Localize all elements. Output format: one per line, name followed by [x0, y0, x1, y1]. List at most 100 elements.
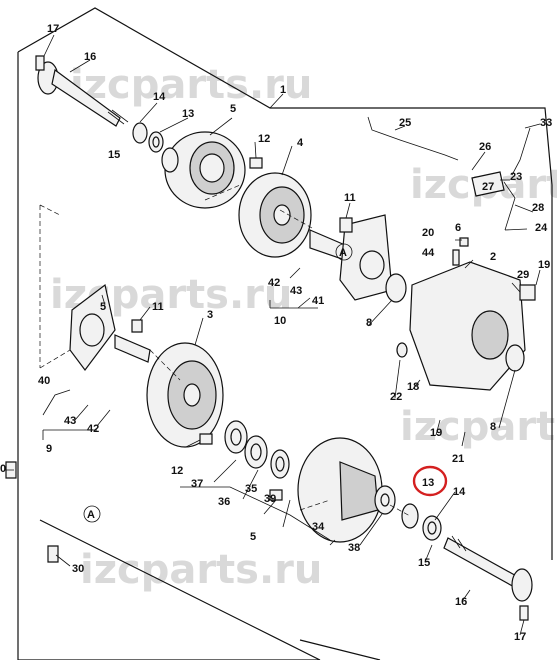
o-ring-8-right	[505, 344, 525, 372]
brake-disc-upper-group	[238, 157, 312, 258]
brake-plate-group	[146, 342, 224, 448]
o-ring-8-upper	[385, 273, 407, 303]
bolt-11-left	[131, 319, 143, 333]
callout-42-left[interactable]: 42	[87, 423, 99, 435]
callout-43-upper[interactable]: 43	[290, 285, 302, 297]
knuckle-left-group	[69, 283, 151, 371]
lower-axle-shaft-group	[401, 503, 533, 621]
callout-39[interactable]: 39	[264, 493, 276, 505]
bolt-12-upper	[249, 157, 263, 169]
callout-37[interactable]: 37	[191, 478, 203, 490]
callout-26[interactable]: 26	[479, 141, 491, 153]
callout-2[interactable]: 2	[490, 251, 496, 263]
housing-group	[396, 237, 536, 391]
bolt-upper	[35, 55, 45, 71]
callout-10[interactable]: 10	[274, 315, 286, 327]
callout-12-lower[interactable]: 12	[171, 465, 183, 477]
ring-upper-inner	[152, 136, 160, 148]
callout-27[interactable]: 27	[482, 181, 494, 193]
ring-14-lower-inner	[427, 521, 437, 535]
knuckle-upper-group	[309, 214, 407, 303]
callout-38[interactable]: 38	[348, 542, 360, 554]
callout-16-lower[interactable]: 16	[455, 596, 467, 608]
callout-11-left[interactable]: 11	[152, 301, 164, 313]
brake-line-25	[367, 116, 459, 161]
callout-30[interactable]: 30	[72, 563, 84, 575]
axle-spline-upper	[107, 109, 129, 125]
callout-22[interactable]: 22	[390, 391, 402, 403]
axle-spline-lower	[451, 535, 467, 552]
callout-34[interactable]: 34	[312, 521, 325, 533]
callout-15-upper[interactable]: 15	[108, 149, 120, 161]
callout-11-upper[interactable]: 11	[344, 192, 356, 204]
callout-3[interactable]: 3	[207, 309, 213, 321]
callout-13-highlighted[interactable]: 13	[422, 477, 434, 489]
drum-upper-hub	[199, 153, 225, 183]
callout-18[interactable]: 18	[407, 381, 419, 393]
ref-circle-a-lower	[83, 505, 101, 523]
callout-20[interactable]: 20	[422, 227, 434, 239]
callout-19-upper[interactable]: 19	[538, 259, 550, 271]
callout-42-upper[interactable]: 42	[268, 277, 280, 289]
callout-44[interactable]: 44	[422, 247, 435, 259]
knuckle-upper-bore	[359, 250, 385, 280]
callout-13-upper[interactable]: 13	[182, 108, 194, 120]
bolt-29	[519, 284, 536, 301]
callout-5-lower[interactable]: 5	[250, 531, 256, 543]
callout-12-upper[interactable]: 12	[258, 133, 270, 145]
callout-28[interactable]: 28	[532, 202, 544, 214]
watermark-1: izcparts.ru	[70, 62, 312, 108]
callout-24[interactable]: 24	[535, 222, 548, 234]
assembly-frame-lower	[39, 519, 321, 660]
pin-44	[452, 249, 460, 266]
callout-43-left[interactable]: 43	[64, 415, 76, 427]
callout-19-lower[interactable]: 19	[430, 427, 442, 439]
callout-5-upper[interactable]: 5	[230, 103, 236, 115]
watermark-5: izcparts.ru	[80, 547, 322, 593]
bolt-12-lower	[199, 433, 213, 445]
callout-35[interactable]: 35	[245, 483, 257, 495]
callout-8-upper[interactable]: 8	[366, 317, 372, 329]
brake-plate-hub	[183, 383, 201, 407]
callout-46[interactable]: 5	[100, 301, 106, 313]
bolt-30	[47, 545, 59, 563]
plug-22	[396, 342, 408, 358]
line-33	[511, 127, 531, 176]
spindle-left	[114, 334, 151, 363]
callout-36[interactable]: 36	[218, 496, 230, 508]
watermarks: izcparts.ru izcparts.ru izcparts.ru izcp…	[50, 62, 557, 593]
callout-25[interactable]: 25	[399, 117, 411, 129]
callout-33[interactable]: 33	[540, 117, 552, 129]
ref-circle-a-upper	[335, 243, 353, 261]
callout-8-lower[interactable]: 8	[490, 421, 496, 433]
callout-4[interactable]: 4	[297, 137, 304, 149]
callout-23[interactable]: 23	[510, 171, 522, 183]
bolt-11-upper	[339, 217, 353, 233]
axle-flange-lower	[511, 568, 533, 602]
brake-disc-upper-center	[273, 204, 291, 226]
plug-6	[459, 237, 469, 247]
callout-17-lower[interactable]: 17	[514, 631, 526, 643]
callout-40[interactable]: 40	[38, 375, 50, 387]
callout-29[interactable]: 29	[517, 269, 529, 281]
sensor-group	[367, 116, 531, 231]
ref-a-lower: A	[87, 509, 95, 521]
knuckle-left-bore	[79, 313, 105, 347]
callout-16-upper[interactable]: 16	[84, 51, 96, 63]
callout-6[interactable]: 6	[455, 222, 461, 234]
callout-14-upper[interactable]: 14	[153, 91, 166, 103]
callout-21[interactable]: 21	[452, 453, 464, 465]
axle-shaft-upper	[51, 68, 121, 127]
hub-group	[297, 437, 396, 543]
sensor-wire-24	[503, 181, 516, 231]
callout-15-lower[interactable]: 15	[418, 557, 430, 569]
callout-14-lower[interactable]: 14	[453, 486, 466, 498]
bolt-17-lower	[519, 605, 529, 621]
callout-17-upper[interactable]: 17	[47, 23, 59, 35]
callout-41[interactable]: 41	[312, 295, 324, 307]
ref-a-upper: A	[339, 247, 347, 259]
callout-0[interactable]: 0	[0, 463, 6, 475]
callout-9[interactable]: 9	[46, 443, 52, 455]
callout-1[interactable]: 1	[280, 84, 286, 96]
